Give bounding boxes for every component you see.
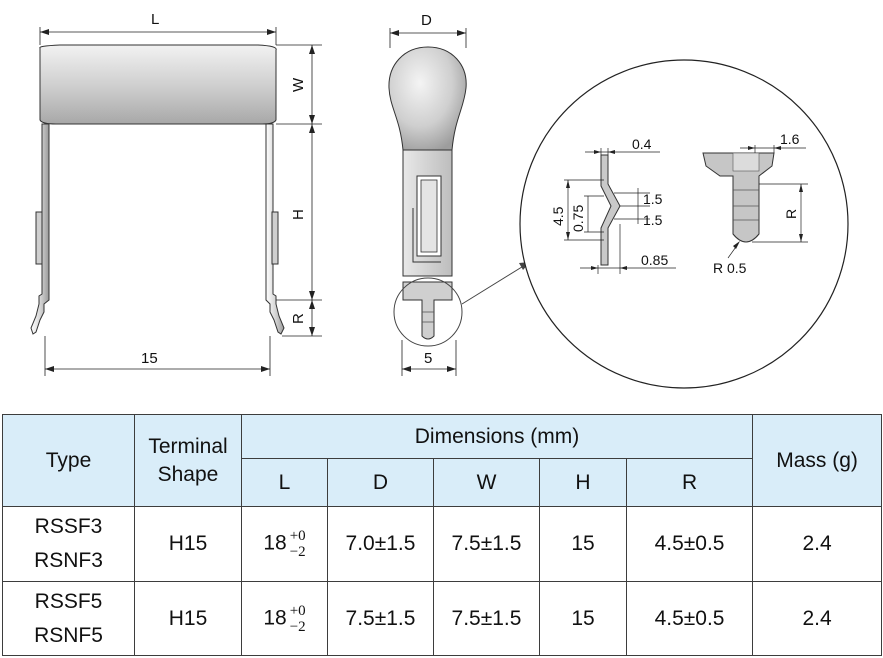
cell-terminal: H15 [134,506,242,582]
end-view-tip [402,281,453,340]
cell-L: 18+0−2 [241,506,328,582]
right-lead [265,123,285,335]
cell-L: 18+0−2 [241,581,328,656]
header-terminal-shape: Terminal Shape [134,414,242,507]
header-terminal-line1: Terminal [148,434,228,458]
detail-marker-circle [393,277,463,347]
detail-view: 0.4 1.5 1.5 4.5 0.75 0.85 [519,59,849,389]
dim-0-85: 0.85 [641,252,668,268]
L-tolerance: +0−2 [290,528,306,560]
dimension-drawing: L W H R 15 D [30,11,849,389]
header-col-H: H [539,458,627,507]
cell-H: 15 [539,581,627,656]
cell-H: 15 [539,506,627,582]
dim-label-L: L [151,11,159,28]
dim-0-75: 0.75 [570,205,586,232]
end-view: D 5 [388,12,467,376]
header-mass: Mass (g) [752,414,883,507]
dim-label-pitch: 15 [141,350,158,367]
cell-R: 4.5±0.5 [625,581,754,656]
dim-label-D: D [421,12,432,29]
cell-type: RSSF5 RSNF5 [2,581,135,656]
table-row: RSSF5 RSNF5 H15 18+0−2 7.5±1.5 7.5±1.5 1… [2,581,883,656]
detail-leader [461,261,531,305]
table-row: RSSF3 RSNF3 H15 18+0−2 7.0±1.5 7.5±1.5 1… [2,506,883,582]
dim-label-W: W [290,77,307,92]
dim-label-H: H [290,209,307,220]
spec-table: Type Terminal Shape Dimensions (mm) Mass… [2,414,883,656]
cell-R: 4.5±0.5 [625,506,754,582]
cell-terminal: H15 [134,581,242,656]
cell-W: 7.5±1.5 [433,506,540,582]
dim-label-5: 5 [424,350,432,367]
cell-type: RSSF3 RSNF3 [2,506,135,582]
left-lead [30,123,50,335]
end-view-head [388,46,467,151]
dim-0-4: 0.4 [632,136,652,152]
dim-label-R: R [290,313,307,324]
L-tolerance: +0−2 [290,603,306,635]
L-tol-plus: +0 [289,602,306,619]
dim-1-6: 1.6 [780,131,800,147]
dim-1-5-a: 1.5 [643,191,663,207]
resistor-body [39,44,277,125]
cell-mass: 2.4 [752,506,883,582]
dim-4-5: 4.5 [550,206,566,226]
type-line1: RSSF5 [34,589,103,613]
detail-circle [519,59,849,389]
header-dimensions: Dimensions (mm) [240,414,754,459]
dim-R-0-5: R 0.5 [713,260,747,276]
header-terminal-line2: Shape [157,462,219,486]
type-line1: RSSF3 [34,515,103,538]
header-type: Type [2,414,135,507]
L-value: 18 [263,606,287,630]
header-col-L: L [241,458,328,507]
cell-D: 7.5±1.5 [327,581,434,656]
detail-lead-profile [600,154,621,266]
L-tol-plus: +0 [289,528,306,544]
L-value: 18 [263,531,287,555]
side-view: L W H R 15 [30,11,322,376]
dim-R-detail: R [783,209,799,219]
cell-mass: 2.4 [752,581,883,656]
dim-1-5-b: 1.5 [643,212,663,228]
header-col-R: R [625,458,754,507]
header-col-W: W [433,458,540,507]
L-tol-minus: −2 [289,618,306,635]
type-line2: RSNF5 [34,623,103,647]
L-tol-minus: −2 [289,544,306,560]
cell-D: 7.0±1.5 [327,506,434,582]
cell-W: 7.5±1.5 [433,581,540,656]
type-line2: RSNF3 [34,549,103,572]
header-col-D: D [327,458,434,507]
